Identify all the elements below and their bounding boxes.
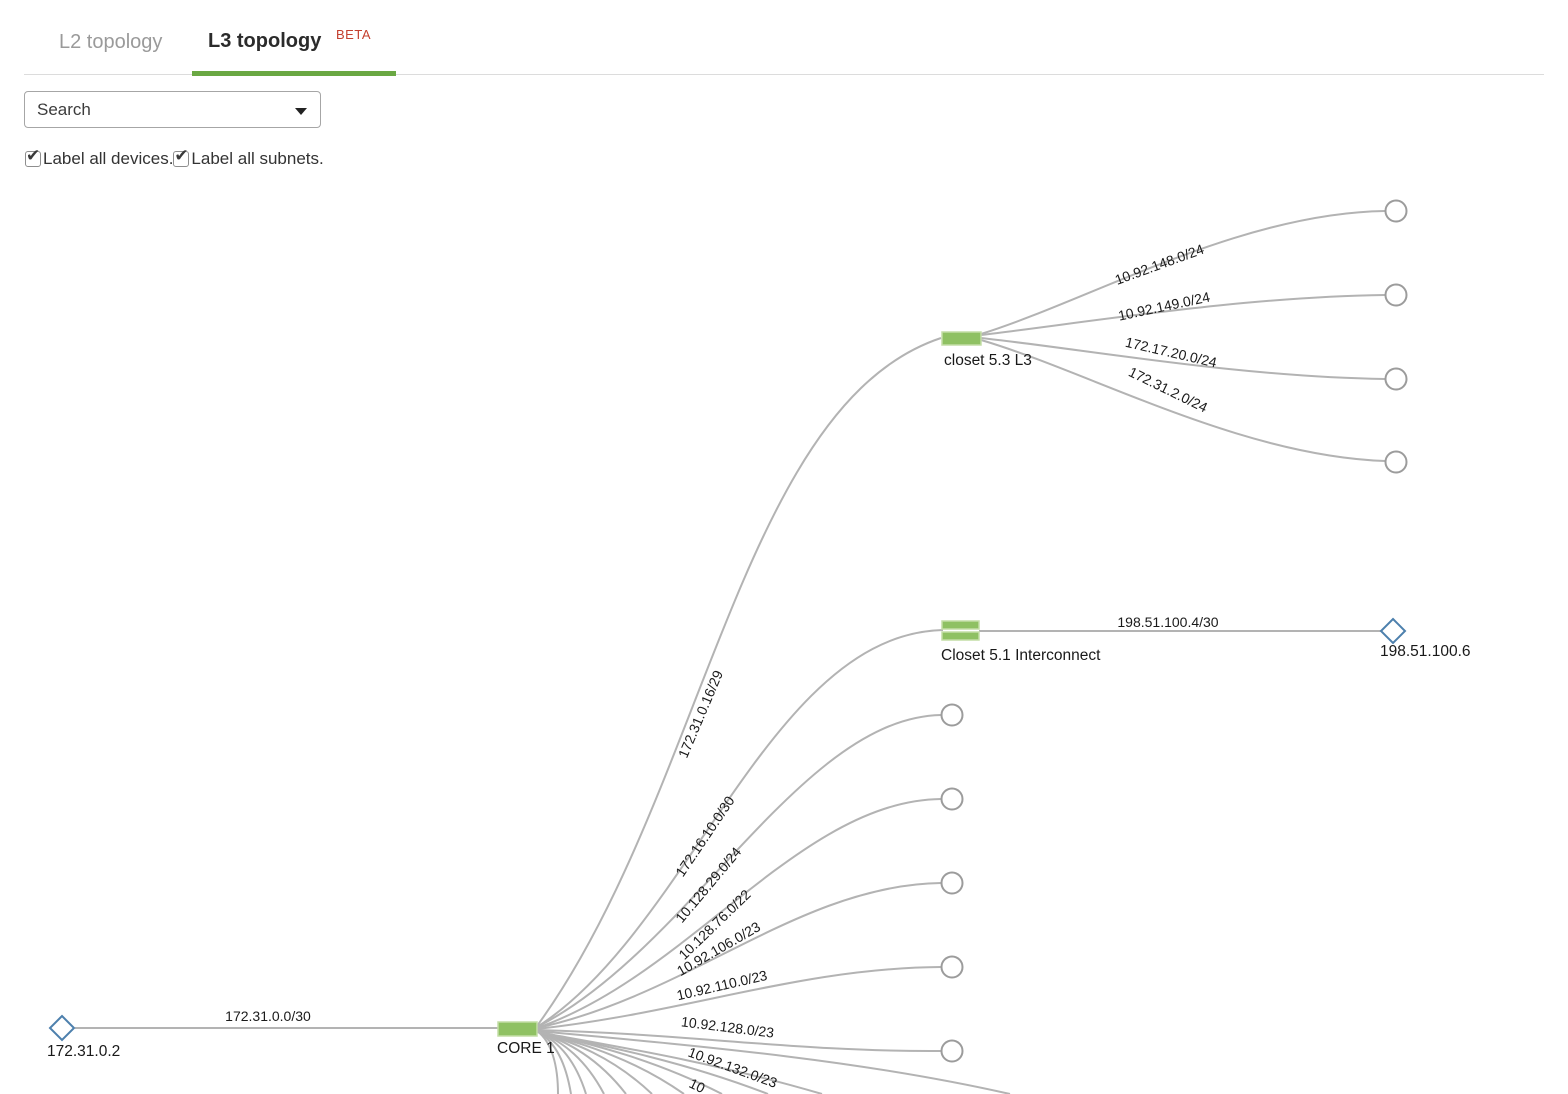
label-all-subnets-label: Label all subnets. — [191, 149, 324, 168]
chevron-down-icon — [295, 108, 307, 115]
subnet-label: 172.31.0.0/30 — [225, 1008, 311, 1024]
subnet-endpoint[interactable] — [1384, 199, 1408, 223]
link-core1-subnet5 — [536, 1029, 942, 1053]
subnet-label: 10.92.149.0/24 — [1117, 289, 1212, 324]
label-options-row: ✔ Label all devices. ✔ Label all subnets… — [25, 147, 324, 169]
search-dropdown[interactable]: Search — [24, 91, 321, 128]
link-core1-subnet6 — [536, 1030, 1011, 1094]
subnet-label-partial: 10 — [687, 1075, 708, 1094]
device-node-172-31-0-2[interactable] — [48, 1014, 76, 1042]
beta-badge: BETA — [336, 27, 371, 42]
link-core1-closet51 — [536, 629, 944, 1028]
label-all-devices-checkbox[interactable]: ✔ — [25, 147, 41, 167]
tab-l3-topology[interactable]: L3 topology — [208, 30, 322, 52]
subnet-endpoint[interactable] — [940, 703, 964, 727]
link-closet53-subnet2 — [980, 294, 1386, 336]
active-tab-underline — [192, 71, 396, 76]
switch-node-closet51-top[interactable] — [941, 620, 980, 630]
link-core1-subnet1 — [536, 714, 942, 1028]
subnet-endpoint[interactable] — [1384, 283, 1408, 307]
subnet-endpoint[interactable] — [940, 1039, 964, 1063]
device-label-172-31-0-2: 172.31.0.2 — [47, 1043, 120, 1060]
link-core1-subnet4 — [536, 966, 942, 1030]
subnet-endpoint[interactable] — [940, 787, 964, 811]
link-core1-subnet3 — [536, 882, 942, 1029]
switch-node-core1[interactable] — [497, 1021, 538, 1037]
switch-label-closet53: closet 5.3 L3 — [944, 352, 1032, 369]
subnet-endpoint[interactable] — [1384, 367, 1408, 391]
subnet-endpoint[interactable] — [1384, 450, 1408, 474]
link-core1-subnet2 — [536, 798, 942, 1029]
subnet-endpoint[interactable] — [940, 871, 964, 895]
tab-l2-topology[interactable]: L2 topology — [59, 31, 163, 53]
checkmark-icon: ✔ — [174, 146, 189, 165]
link-core1-offscreen — [536, 1031, 823, 1094]
switch-label-closet51: Closet 5.1 Interconnect — [941, 647, 1101, 664]
switch-node-closet51-bottom[interactable] — [941, 631, 980, 641]
tab-divider — [24, 74, 1544, 75]
subnet-endpoint[interactable] — [940, 955, 964, 979]
search-dropdown-value: Search — [37, 99, 91, 119]
link-closet53-subnet3 — [980, 337, 1386, 380]
label-all-devices-label: Label all devices. — [43, 149, 174, 168]
device-node-198-51-100-6[interactable] — [1379, 617, 1407, 645]
subnet-label: 172.31.2.0/24 — [1126, 364, 1210, 416]
switch-node-closet53[interactable] — [941, 331, 982, 346]
subnet-label: 172.31.0.16/29 — [675, 668, 726, 760]
switch-label-core1: CORE 1 — [497, 1040, 555, 1057]
checkmark-icon: ✔ — [26, 146, 41, 165]
link-closet53-subnet4 — [980, 339, 1386, 462]
subnet-label: 10.92.128.0/23 — [680, 1013, 775, 1040]
subnet-label: 10.92.148.0/24 — [1113, 241, 1206, 288]
subnet-label: 198.51.100.4/30 — [1117, 614, 1218, 630]
link-core1-closet53 — [536, 337, 942, 1027]
link-closet53-subnet1 — [980, 210, 1386, 335]
label-all-subnets-checkbox[interactable]: ✔ — [173, 147, 190, 167]
device-label-198-51-100-6: 198.51.100.6 — [1380, 643, 1471, 660]
